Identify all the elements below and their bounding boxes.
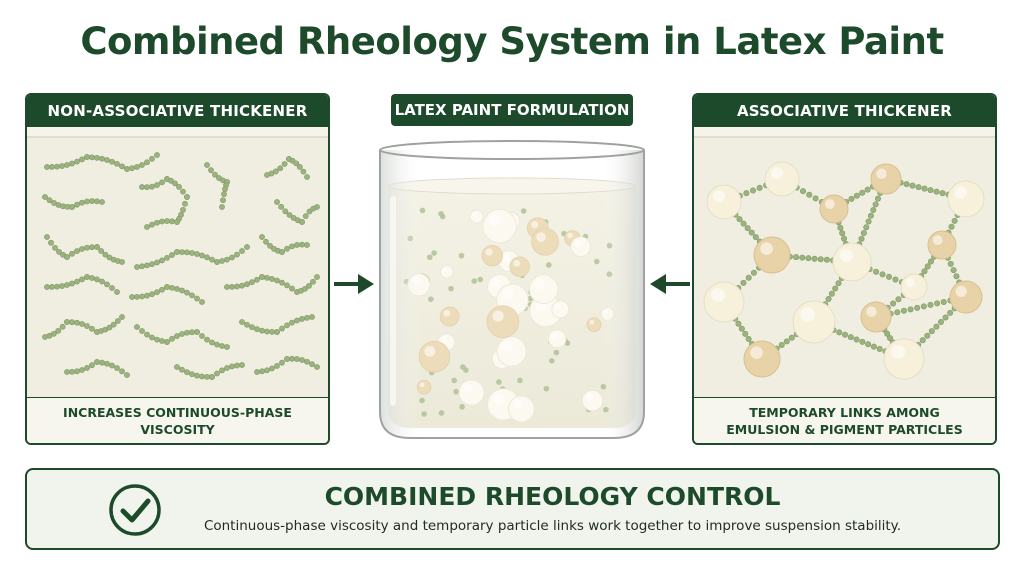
diagram-title: Combined Rheology System in Latex Paint [80,20,944,63]
combined-control-subtitle: Continuous-phase viscosity and temporary… [203,518,902,534]
polymer-chain [174,362,245,380]
polymer-chain [224,274,320,295]
particle [870,163,902,195]
particle [703,281,745,323]
polymer-chain [239,314,315,335]
check-circle-icon [109,484,161,536]
arrow-left-icon [650,274,690,294]
polymer-chain [42,314,125,340]
particle [753,236,791,274]
polymer-chain [134,324,230,350]
non-associative-footer: INCREASES CONTINUOUS-PHASE VISCOSITY [27,397,328,443]
particle [743,340,781,378]
particle [949,280,983,314]
beaker-illustration [379,140,645,439]
latex-paint-header: LATEX PAINT FORMULATION [391,94,633,126]
particle [792,300,836,344]
polymer-chain [204,162,230,210]
particle-network-illustration [694,136,995,399]
particle [947,180,985,218]
combined-control-title: COMBINED RHEOLOGY CONTROL [324,482,781,511]
polymer-chain [44,274,120,295]
polymer-chains-illustration [27,136,328,399]
particle [832,242,872,282]
particle [819,194,849,224]
beaker-glass [379,140,645,439]
polymer-chain [44,152,160,172]
particle [860,301,892,333]
particle [900,273,928,301]
arrow-right-icon [334,274,374,294]
polymer-chain [254,355,320,375]
particle [706,184,742,220]
associative-footer-line1: TEMPORARY LINKS AMONG [749,404,940,420]
associative-footer-line2: EMULSION & PIGMENT PARTICLES [726,421,963,437]
polymer-chain [134,244,250,270]
polymer-chain [139,176,190,230]
non-associative-panel: NON-ASSOCIATIVE THICKENER INCREASES CONT… [25,93,330,445]
polymer-chain [129,284,205,305]
polymer-chain [259,234,310,255]
polymer-chain [42,194,105,210]
particle [927,230,957,260]
associative-header: ASSOCIATIVE THICKENER [694,95,995,127]
particle [883,338,925,380]
polymer-chain [44,234,125,265]
non-associative-header: NON-ASSOCIATIVE THICKENER [27,95,328,127]
polymer-chain [64,359,130,378]
particle [764,161,800,197]
polymer-chain [264,156,310,180]
polymer-chain [274,199,320,225]
associative-panel: ASSOCIATIVE THICKENER TEMPORARY LINKS AM… [692,93,997,445]
combined-control-box: COMBINED RHEOLOGY CONTROL Continuous-pha… [25,468,1000,550]
associative-footer: TEMPORARY LINKS AMONG EMULSION & PIGMENT… [694,397,995,443]
